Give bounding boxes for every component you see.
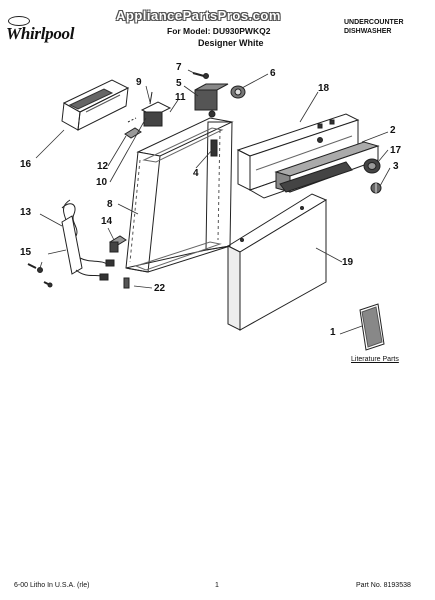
logo-badge-icon <box>8 16 30 26</box>
door-panel-part-19 <box>226 193 328 331</box>
callout-3: 3 <box>393 161 399 172</box>
knob-part-17 <box>363 158 381 174</box>
callout-19: 19 <box>342 257 354 268</box>
product-type: UNDERCOUNTER DISHWASHER <box>344 18 404 36</box>
footer-page-number: 1 <box>215 582 219 589</box>
callout-4: 4 <box>193 168 199 179</box>
callout-15: 15 <box>20 247 32 258</box>
callout-2: 2 <box>390 125 396 136</box>
literature-part-1 <box>359 303 385 351</box>
latch-part-9 <box>140 91 172 127</box>
callout-6: 6 <box>270 68 276 79</box>
callout-1: 1 <box>330 327 336 338</box>
callout-10: 10 <box>96 177 108 188</box>
knob-part-3 <box>370 182 382 194</box>
leader-lines <box>35 69 391 335</box>
callout-14: 14 <box>101 216 113 227</box>
callout-18: 18 <box>318 83 330 94</box>
brand-name: Whirlpool <box>6 24 75 43</box>
switch-part-14 <box>109 235 127 253</box>
vent-housing-part-16 <box>61 79 130 131</box>
callout-11: 11 <box>175 92 186 103</box>
screw-part-15 <box>27 263 53 288</box>
color-subtitle: Designer White <box>198 38 264 48</box>
latch-part-5 <box>194 83 229 118</box>
footer-litho: 6-00 Litho In U.S.A. (rle) <box>14 582 90 589</box>
model-line: For Model: DU930PWKQ2 <box>167 26 271 36</box>
whirlpool-logo: Whirlpool <box>6 16 88 46</box>
control-panel-part-2 <box>274 141 380 193</box>
watermark: AppliancePartsPros.com <box>116 8 281 23</box>
callout-13: 13 <box>20 207 32 218</box>
footer-part-number: Part No. 8193538 <box>356 582 411 589</box>
knob-part-6 <box>230 85 246 99</box>
product-type-line1: UNDERCOUNTER <box>344 19 404 26</box>
callout-16: 16 <box>20 159 32 170</box>
spacer-part-22 <box>123 277 130 289</box>
callout-8: 8 <box>107 199 113 210</box>
product-type-line2: DISHWASHER <box>344 28 392 35</box>
callout-9: 9 <box>136 77 142 88</box>
callout-5: 5 <box>176 78 182 89</box>
literature-parts-label: Literature Parts <box>351 356 399 363</box>
callout-22: 22 <box>154 283 166 294</box>
callout-17: 17 <box>390 145 402 156</box>
callout-12: 12 <box>97 161 109 172</box>
clip-part-12 <box>124 117 142 139</box>
callout-7: 7 <box>176 62 182 73</box>
door-frame-part-8 <box>125 117 234 273</box>
wiring-harness-part-13 <box>61 199 115 281</box>
